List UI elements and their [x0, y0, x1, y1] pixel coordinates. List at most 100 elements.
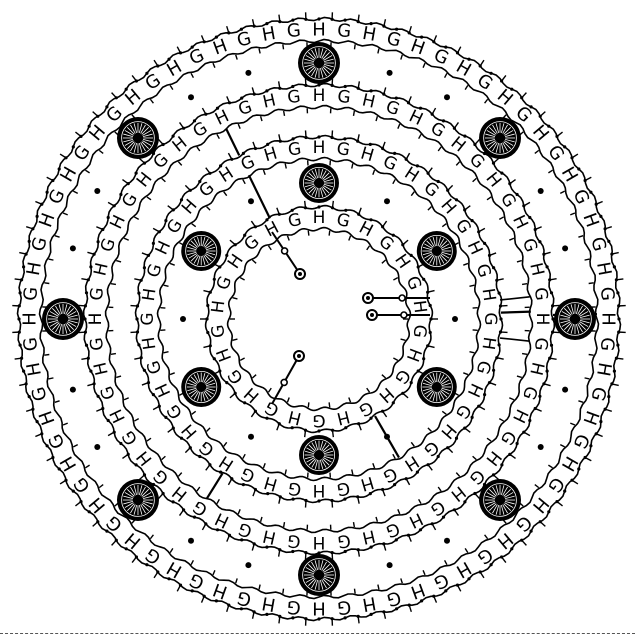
outer-tick — [573, 154, 578, 157]
maze-wall — [501, 312, 531, 313]
middle-letter: H — [313, 480, 326, 500]
inner-tick — [367, 246, 370, 250]
outer-inner-tick — [384, 87, 386, 93]
outer-inner-tick — [134, 217, 138, 219]
middle-tick — [164, 285, 169, 286]
middle-tick — [490, 383, 496, 385]
inner-tick — [382, 375, 386, 378]
sunburst-medallion-icon — [298, 554, 340, 596]
outer-letter: G — [596, 286, 618, 302]
middle-tick — [465, 206, 470, 210]
inner-letter: H — [409, 299, 430, 314]
outer-tick — [410, 26, 412, 32]
outer-letter: H — [578, 408, 602, 428]
outer-letter: H — [260, 23, 277, 46]
outer-tick — [154, 573, 157, 578]
outer-letter: G — [336, 20, 352, 42]
outer-tick — [578, 236, 583, 238]
outer-tick — [502, 558, 506, 563]
middle-tick — [411, 192, 414, 196]
middle-letter: G — [335, 477, 351, 499]
sunburst-medallion-icon — [117, 117, 159, 159]
inner-letter: H — [213, 345, 236, 364]
outer-tick — [47, 458, 52, 461]
outer-inner-letter: H — [525, 360, 547, 377]
outer-inner-tick — [409, 96, 411, 102]
dot — [70, 245, 76, 251]
outer-letter: G — [384, 586, 403, 610]
middle-tick — [429, 465, 433, 470]
outer-tick — [202, 35, 204, 41]
middle-tick — [243, 179, 245, 183]
outer-inner-tick — [261, 116, 262, 121]
middle-letter: H — [477, 336, 499, 352]
outer-tick — [355, 44, 356, 49]
outer-inner-tick — [284, 111, 285, 116]
middle-tick — [142, 383, 148, 385]
middle-tick — [358, 498, 359, 504]
outer-inner-letter: G — [97, 236, 120, 255]
middle-tick — [480, 407, 485, 410]
outer-inner-tick — [147, 438, 151, 441]
outer-inner-tick — [525, 433, 530, 436]
outer-tick — [154, 60, 157, 65]
outer-inner-tick — [178, 162, 181, 166]
middle-letter: G — [480, 312, 500, 325]
middle-letter: G — [143, 262, 166, 280]
outer-inner-letter: G — [236, 97, 255, 120]
outer-inner-letter: H — [508, 406, 532, 426]
sunburst-medallion-icon — [299, 163, 339, 203]
outer-tick — [279, 617, 280, 623]
inner-ring-line-outer — [206, 206, 433, 433]
key-hole — [297, 354, 301, 358]
sunburst-medallion-icon — [554, 298, 596, 340]
outer-letter: H — [56, 452, 81, 474]
outer-inner-tick — [517, 261, 522, 262]
middle-tick — [164, 352, 169, 353]
outer-tick — [613, 384, 619, 385]
outer-tick — [73, 191, 77, 193]
outer-inner-letter: G — [336, 87, 351, 108]
outer-tick — [75, 502, 80, 506]
outer-inner-letter: G — [530, 336, 551, 351]
inner-letter: H — [335, 406, 352, 428]
dot — [384, 434, 390, 440]
outer-inner-tick — [217, 499, 219, 503]
outer-tick — [502, 75, 506, 80]
dot — [188, 538, 194, 544]
outer-inner-tick — [419, 499, 421, 503]
outer-inner-tick — [87, 384, 93, 386]
outer-inner-tick — [476, 139, 480, 143]
outer-tick — [535, 485, 539, 488]
dot — [387, 70, 393, 76]
sunburst-medallion-icon — [181, 367, 221, 407]
outer-letter: G — [336, 596, 352, 618]
outer-inner-tick — [433, 525, 436, 530]
key-icon — [272, 351, 304, 404]
inner-tick — [251, 412, 254, 417]
outer-tick — [410, 606, 412, 612]
inner-tick — [203, 346, 209, 347]
outer-tick — [49, 378, 54, 379]
outer-tick — [541, 522, 545, 526]
outer-tick — [150, 535, 153, 539]
maze-wall — [226, 128, 239, 155]
middle-tick — [207, 428, 211, 432]
inner-ring-line-inner — [228, 228, 411, 411]
middle-tick — [142, 253, 148, 255]
middle-tick — [279, 498, 280, 504]
outer-letter: H — [23, 260, 46, 277]
middle-tick — [170, 373, 175, 375]
outer-letter: G — [235, 28, 254, 52]
dot — [538, 188, 544, 194]
middle-letter: G — [287, 477, 303, 499]
middle-tick — [407, 153, 410, 158]
dot — [94, 444, 100, 450]
middle-tick — [393, 454, 395, 458]
middle-letter: H — [477, 287, 499, 303]
outer-tick — [19, 253, 25, 254]
inner-tick — [287, 236, 289, 241]
inner-letter: H — [356, 218, 377, 242]
outer-inner-tick — [433, 108, 436, 113]
outer-tick — [112, 93, 116, 97]
